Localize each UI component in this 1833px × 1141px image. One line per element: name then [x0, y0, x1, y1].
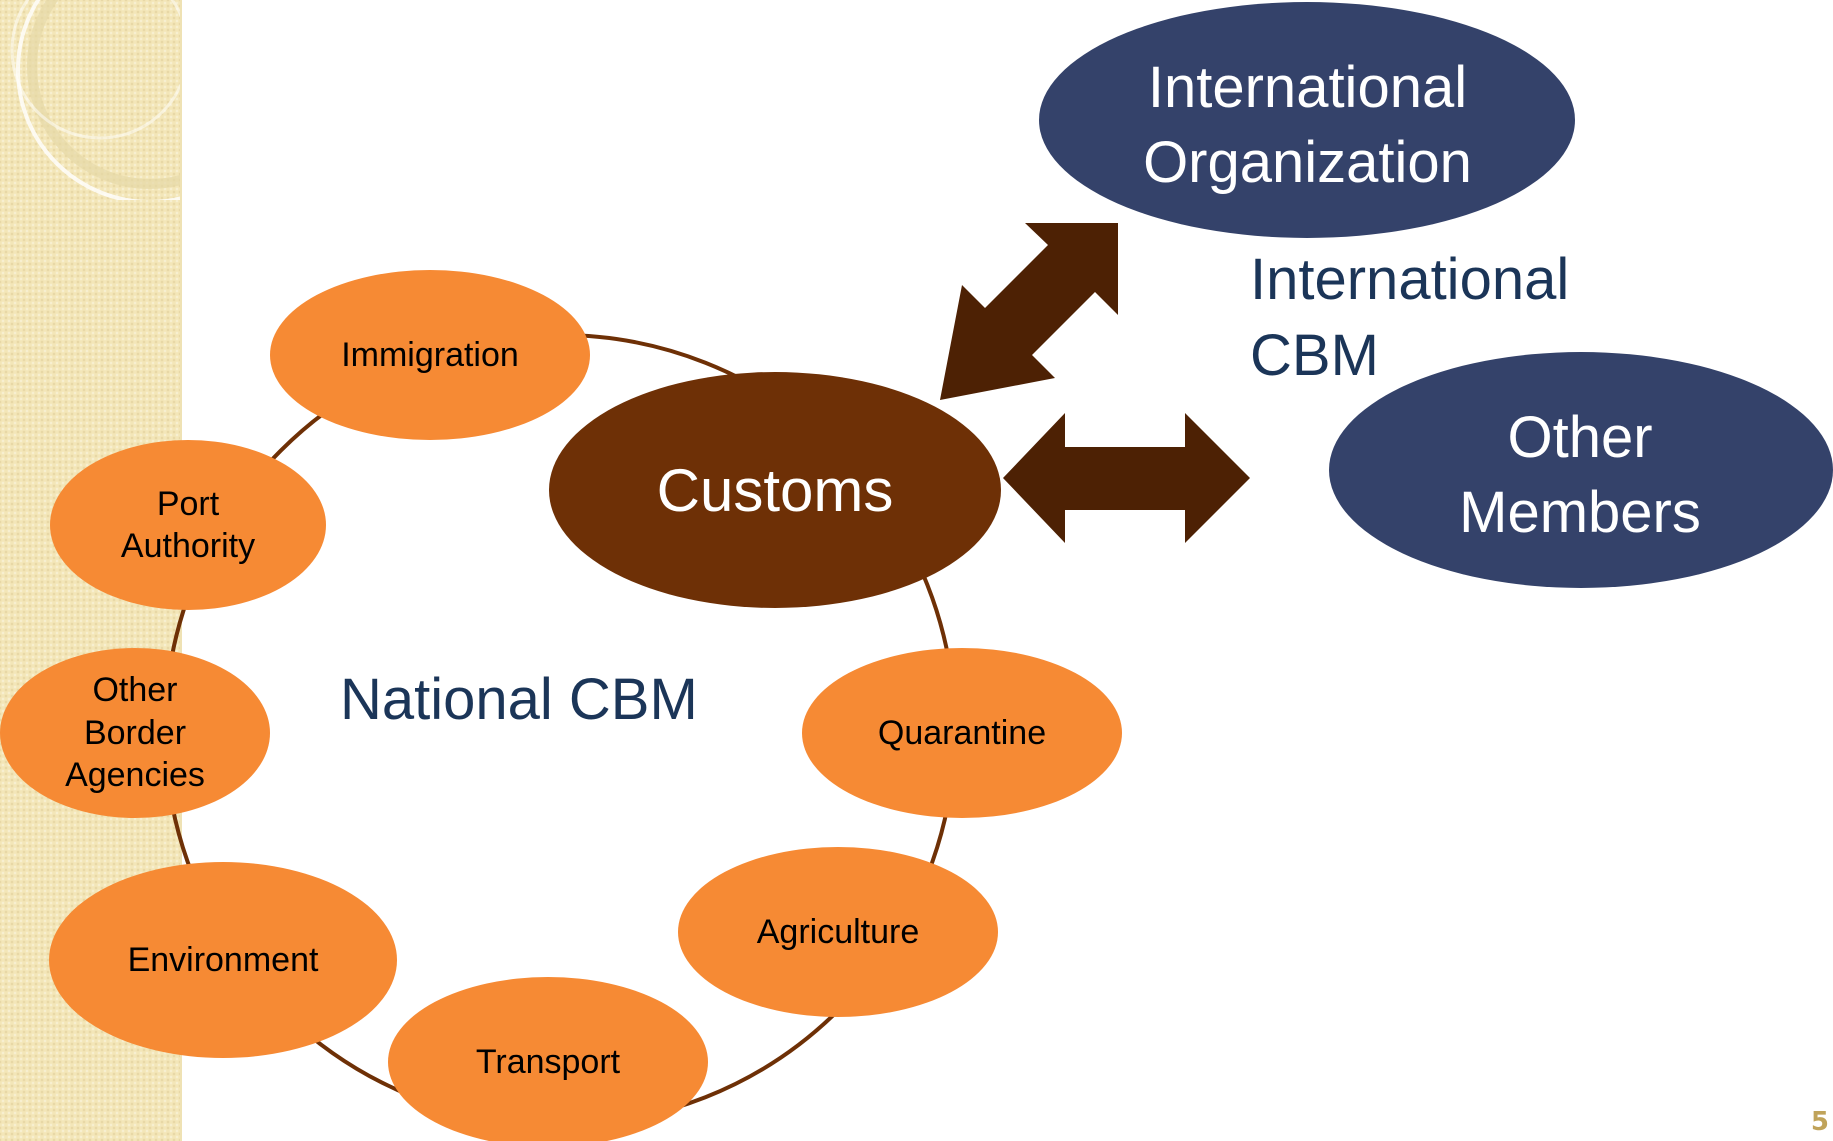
national-cbm-label: National CBM	[340, 667, 698, 733]
double-arrow-icon	[940, 223, 1118, 400]
port-authority-node	[50, 440, 326, 610]
transport-label: Transport	[475, 1042, 621, 1081]
international-cbm-label: International CBM	[1250, 247, 1570, 388]
environment-node	[49, 862, 397, 1058]
international-organization-label: International Organization	[1143, 54, 1472, 195]
agriculture-label: Agriculture	[756, 912, 920, 951]
customs-label: Customs	[656, 456, 894, 524]
other-members-node	[1329, 352, 1833, 588]
immigration-node	[270, 270, 590, 440]
other-members-label: Other Members	[1459, 404, 1701, 545]
other-border-agencies-node	[0, 648, 270, 818]
environment-label: Environment	[127, 940, 319, 979]
international-organization-node	[1039, 2, 1575, 238]
transport-node	[388, 977, 708, 1141]
other-border-agencies-label: Other Border Agencies	[65, 671, 205, 795]
customs-node	[549, 372, 1001, 608]
quarantine-label: Quarantine	[877, 713, 1047, 752]
port-authority-label: Port Authority	[120, 484, 256, 566]
immigration-label: Immigration	[341, 335, 519, 374]
agriculture-node	[678, 847, 998, 1017]
quarantine-node	[802, 648, 1122, 818]
decorative-swirl-icon	[10, 0, 180, 200]
double-arrow-icon	[1003, 413, 1250, 543]
page-number: 5	[1810, 1107, 1829, 1137]
